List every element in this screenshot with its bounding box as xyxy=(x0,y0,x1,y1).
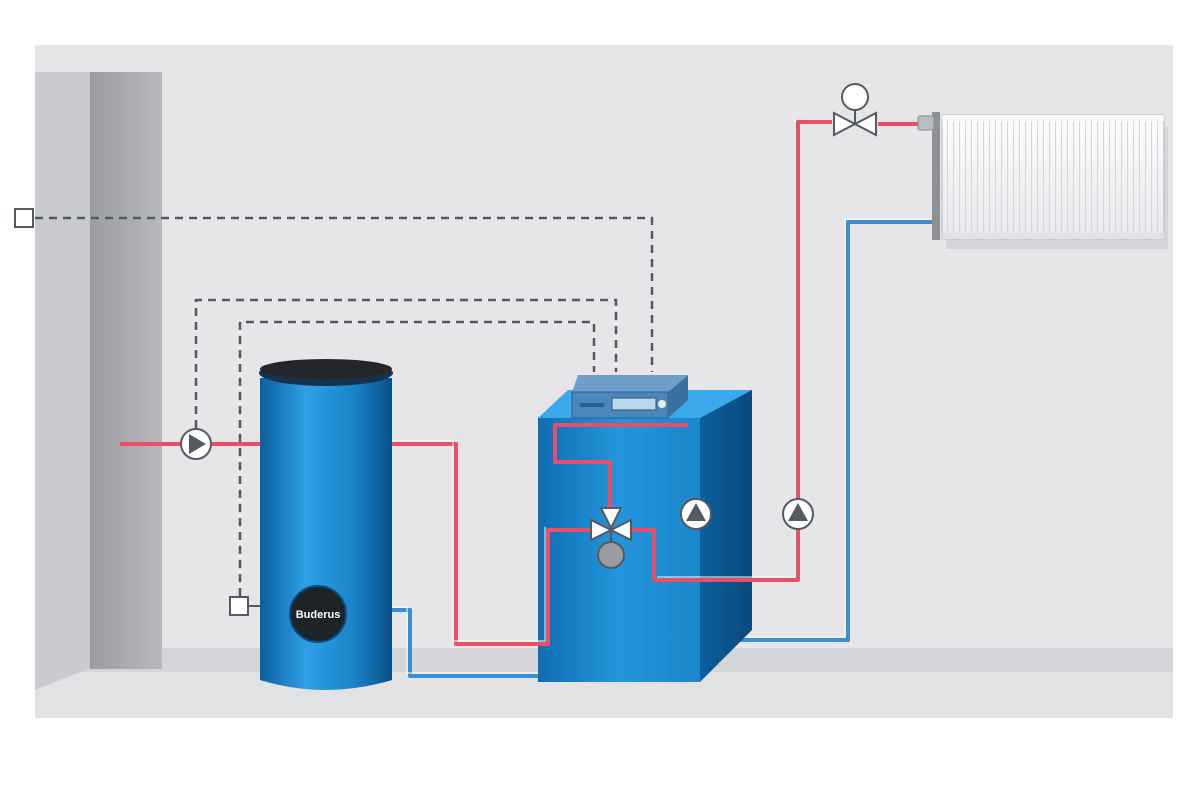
tank-logo-badge xyxy=(290,586,346,642)
valve-right-wing xyxy=(608,518,632,542)
tank-lid xyxy=(260,359,392,379)
valve-left-wing xyxy=(833,111,858,137)
radiator-return-pipe-highlight xyxy=(693,218,935,638)
thermostatic-valve xyxy=(833,83,877,137)
valve-left-wing xyxy=(590,518,614,542)
three-way-mixing-valve xyxy=(590,507,632,569)
boiler xyxy=(538,390,752,682)
tank-temperature-sensor xyxy=(229,596,249,616)
cold-water-pump xyxy=(180,428,212,460)
boiler-circulation-pump xyxy=(680,498,712,530)
radiator-mount xyxy=(932,112,940,240)
tank-heating-supply-pipe xyxy=(392,442,598,646)
radiator-supply-pipe xyxy=(626,120,832,582)
valve-actuator xyxy=(841,83,869,111)
valve-top-wing xyxy=(599,507,623,531)
heating-circuit-pump xyxy=(782,498,814,530)
radiator xyxy=(917,112,1168,249)
wall-pillar-side xyxy=(35,72,90,690)
storage-water-heater: Buderus xyxy=(259,359,393,690)
outdoor-sensor-wire xyxy=(35,216,654,372)
radiator-supply-highlight xyxy=(657,119,796,578)
control-panel xyxy=(571,375,688,419)
control-knob xyxy=(658,400,666,408)
valve-actuator xyxy=(597,541,625,569)
supply-pipe-highlight xyxy=(392,440,546,642)
control-panel-display xyxy=(611,397,657,411)
boiler-flow-pipe xyxy=(553,423,688,508)
radiator-panel xyxy=(941,114,1165,240)
wall-pillar xyxy=(90,72,162,669)
outdoor-temperature-sensor xyxy=(14,208,34,228)
valve-right-wing xyxy=(852,111,877,137)
supply-pipes xyxy=(120,120,930,646)
pump-control-wire xyxy=(194,298,618,428)
tank-sensor-wire xyxy=(238,320,596,596)
control-wiring xyxy=(35,216,654,596)
brand-label: Buderus xyxy=(296,609,341,621)
radiator-valve-body xyxy=(917,115,935,131)
boiler-side xyxy=(700,390,752,682)
